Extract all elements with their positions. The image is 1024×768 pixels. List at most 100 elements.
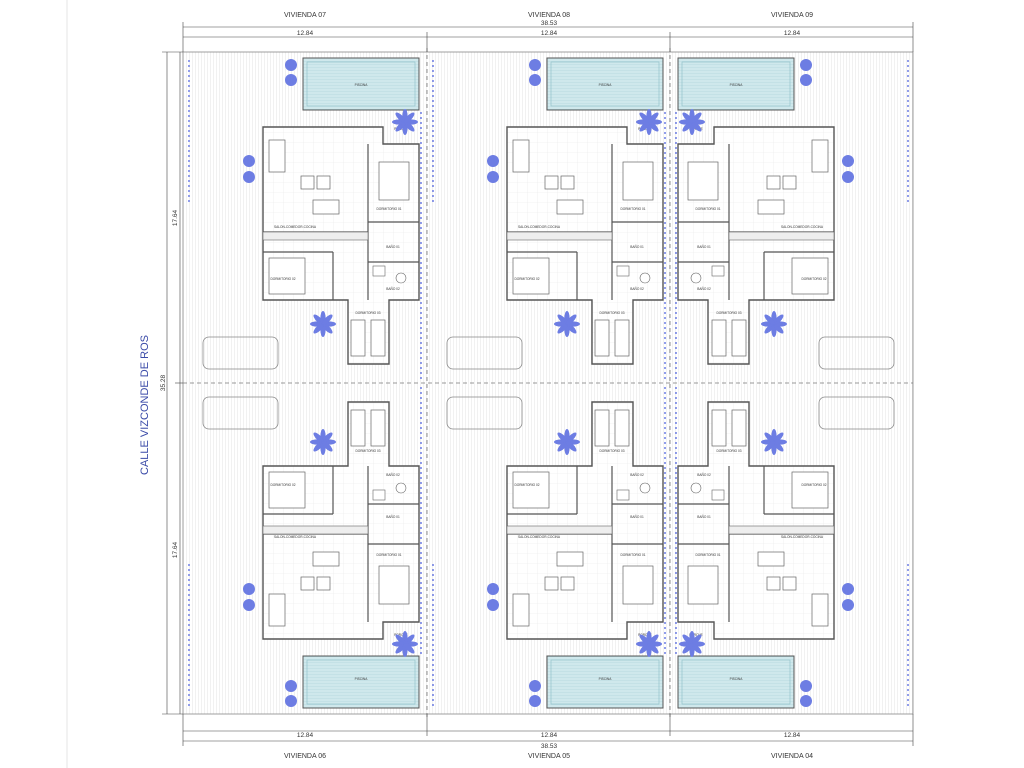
double-bed	[687, 161, 719, 201]
pool-edge	[550, 659, 660, 705]
parking-space	[446, 396, 523, 430]
single-bed	[614, 319, 630, 357]
planter-circle	[842, 599, 854, 611]
dining-table	[312, 199, 340, 215]
planter-circle	[529, 680, 541, 692]
room-label: DORMITORIO 01	[620, 553, 645, 557]
armchair	[560, 175, 575, 190]
dim-half-height-bottom: 17.64	[172, 541, 179, 558]
pool	[546, 57, 664, 111]
plot-label-09: VIVIENDA 09	[771, 12, 813, 19]
single-bed	[731, 409, 747, 447]
room-label: SALON-COMEDOR-COCINA	[781, 535, 824, 539]
room-label: SALON-COMEDOR-COCINA	[518, 225, 561, 229]
room-label: BAÑO 01	[697, 514, 711, 519]
toilet	[690, 272, 702, 284]
room-label: DORMITORIO 03	[599, 449, 624, 453]
room-label: DORMITORIO 02	[514, 277, 539, 281]
sofa	[512, 593, 530, 627]
washbasin	[711, 489, 725, 501]
room-label: BAÑO 02	[630, 472, 644, 477]
room-label: SALON-COMEDOR-COCINA	[274, 225, 317, 229]
planter-circle	[487, 155, 499, 167]
room-label: PISCINA	[599, 83, 613, 87]
planter-circle	[800, 59, 812, 71]
planter-circle	[800, 680, 812, 692]
single-bed	[594, 319, 610, 357]
sofa	[811, 593, 829, 627]
room-label: DORMITORIO 01	[695, 207, 720, 211]
dining-table	[757, 551, 785, 567]
room-label: BAÑO 01	[386, 244, 400, 249]
parking-space	[202, 396, 279, 430]
pool-edge	[306, 659, 416, 705]
pool-edge	[306, 61, 416, 107]
palm-tree-icon	[636, 109, 662, 135]
washbasin	[372, 265, 386, 277]
palm-leaf	[565, 314, 577, 326]
palm-leaf	[403, 112, 415, 124]
palm-tree-icon	[310, 429, 336, 455]
sofa	[512, 139, 530, 173]
palm-tree-icon	[636, 631, 662, 657]
room-label: DORMITORIO 01	[695, 553, 720, 557]
armchair	[316, 576, 331, 591]
house-plot: SALON-COMEDOR-COCINA DORMITORIO 01 DORMITO…	[675, 384, 909, 709]
palm-leaf	[403, 642, 415, 654]
planter-circle	[487, 171, 499, 183]
dim-total-height: 35.28	[160, 374, 167, 391]
room-label: BAÑO 01	[630, 244, 644, 249]
washbasin	[616, 265, 630, 277]
room-label: DORMITORIO 02	[270, 277, 295, 281]
room-label: PISCINA	[599, 677, 613, 681]
double-bed	[687, 565, 719, 605]
room-label: DORMITORIO 03	[716, 449, 741, 453]
toilet	[639, 272, 651, 284]
armchair	[782, 175, 797, 190]
room-label: DORMITORIO 02	[270, 483, 295, 487]
parking-space	[818, 336, 895, 370]
planter-circle	[487, 599, 499, 611]
toilet	[639, 482, 651, 494]
double-bed	[378, 565, 410, 605]
palm-tree-icon	[392, 109, 418, 135]
armchair	[300, 175, 315, 190]
left-dimensions	[162, 51, 183, 715]
palm-leaf	[321, 440, 333, 452]
bed	[791, 257, 829, 295]
armchair	[544, 175, 559, 190]
pool	[302, 57, 420, 111]
armchair	[316, 175, 331, 190]
room-label: DORMITORIO 03	[355, 311, 380, 315]
room-label: PORCHE	[689, 633, 703, 637]
room-label: SALON-COMEDOR-COCINA	[518, 535, 561, 539]
palm-tree-icon	[679, 109, 705, 135]
dining-table	[556, 199, 584, 215]
double-bed	[622, 161, 654, 201]
toilet	[690, 482, 702, 494]
palm-tree-icon	[392, 631, 418, 657]
dining-table	[312, 551, 340, 567]
planter-circle	[487, 583, 499, 595]
room-label: BAÑO 01	[697, 244, 711, 249]
pool-edge	[681, 61, 791, 107]
room-label: PISCINA	[355, 83, 369, 87]
planter-circle	[529, 74, 541, 86]
dim-plot-width-top-2: 12.84	[541, 30, 558, 37]
room-label: BAÑO 02	[630, 286, 644, 291]
bed	[791, 471, 829, 509]
room-label: BAÑO 01	[386, 514, 400, 519]
single-bed	[370, 319, 386, 357]
armchair	[782, 576, 797, 591]
room-label: DORMITORIO 01	[376, 553, 401, 557]
single-bed	[350, 319, 366, 357]
planter-circle	[800, 74, 812, 86]
planter-circle	[529, 59, 541, 71]
room-label: BAÑO 02	[386, 286, 400, 291]
palm-leaf	[321, 314, 333, 326]
parking-space	[202, 336, 279, 370]
palm-tree-icon	[679, 631, 705, 657]
armchair	[560, 576, 575, 591]
dim-plot-width-bottom-1: 12.84	[297, 732, 314, 739]
